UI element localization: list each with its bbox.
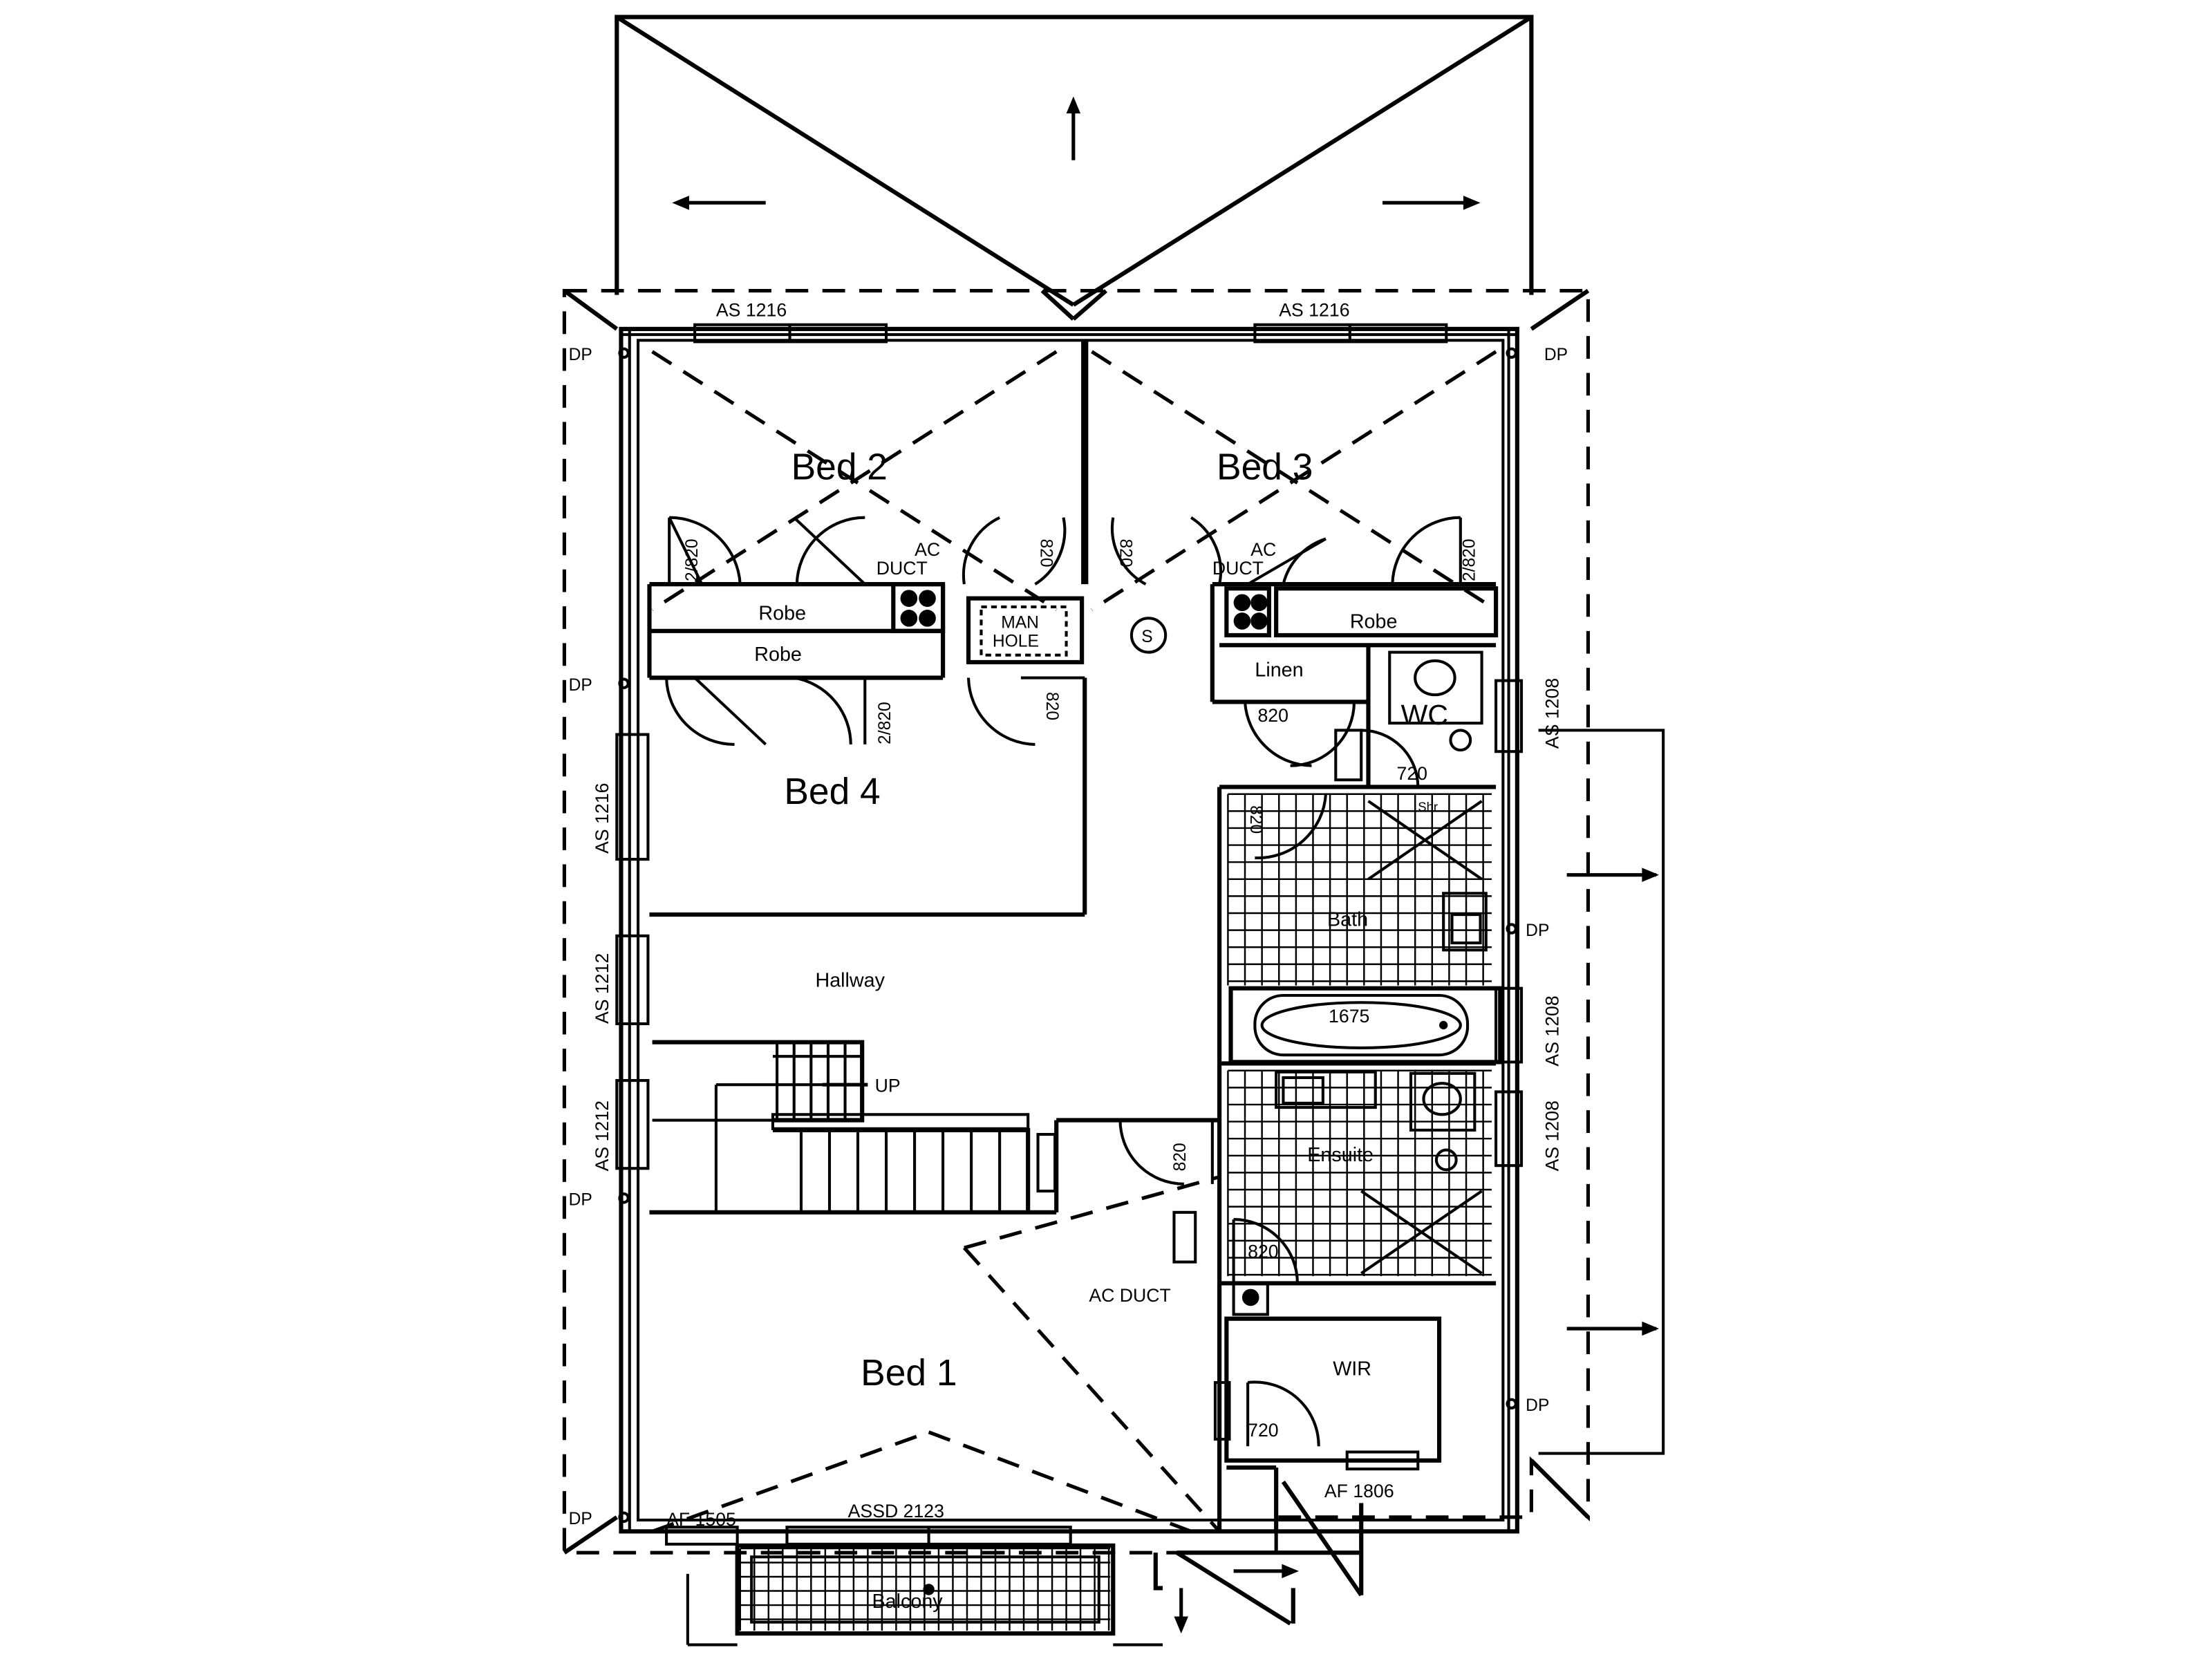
downpipe-label-2: DP <box>569 676 592 695</box>
balcony <box>686 1543 1163 1647</box>
door-label-2: 820 <box>1037 538 1056 567</box>
room-label-wc: WC <box>1401 699 1448 731</box>
stair-up-label: UP <box>875 1075 901 1096</box>
window-label-left-2: AS 1212 <box>592 953 612 1024</box>
window-label-top-left: AS 1216 <box>716 299 787 320</box>
door-label-12: 720 <box>1248 1420 1278 1441</box>
ac-ducts <box>900 590 1269 1316</box>
door-label-1: 2/820 <box>683 538 702 581</box>
door-label-5: 2/820 <box>876 702 894 744</box>
room-label-bath: Bath <box>1327 908 1368 930</box>
ac-duct-label-1b: DUCT <box>877 558 928 579</box>
room-label-balcony: Balcony <box>872 1591 944 1613</box>
window-label-right-3: AS 1208 <box>1541 1100 1562 1171</box>
window-label-bottom-left: AF 1505 <box>666 1509 736 1530</box>
roof-outline <box>563 15 1590 1555</box>
door-label-10: 820 <box>1171 1143 1190 1171</box>
external-walls <box>619 326 1519 1534</box>
room-label-bed3: Bed 3 <box>1217 447 1313 487</box>
door-label-9: 820 <box>1246 805 1265 834</box>
downpipe-label-5: DP <box>1544 346 1568 364</box>
downpipe-label-4: DP <box>569 1510 592 1528</box>
ac-duct-label-2b: DUCT <box>1212 558 1264 579</box>
door-label-3: 820 <box>1116 538 1135 567</box>
room-label-hallway: Hallway <box>815 970 885 992</box>
window-label-left-3: AS 1212 <box>592 1100 612 1171</box>
window-label-left-1: AS 1216 <box>592 783 612 854</box>
fixtures <box>1275 650 1488 1275</box>
robe-label-bed2: Robe <box>758 602 806 624</box>
eave-guides <box>1538 729 1665 1455</box>
eaves-line <box>562 288 1590 1555</box>
internal-walls <box>647 340 1499 1532</box>
ac-duct-label-2a: AC <box>1250 539 1276 560</box>
smoke-detector-label: S <box>1141 628 1152 646</box>
ac-duct-label-3: AC DUCT <box>1089 1285 1170 1306</box>
downpipe-label-3: DP <box>569 1191 592 1210</box>
room-label-bed2: Bed 2 <box>791 447 888 487</box>
window-label-right-1: AS 1208 <box>1541 678 1562 749</box>
window-label-bottom-mid: ASSD 2123 <box>848 1501 944 1521</box>
downpipe-label-1: DP <box>569 346 592 364</box>
robe-label-bed4: Robe <box>754 644 802 666</box>
bath-tiles <box>1227 793 1492 1277</box>
door-label-11: 820 <box>1248 1241 1278 1262</box>
lower-roof <box>1153 1480 1364 1634</box>
door-label-8: 720 <box>1397 763 1427 784</box>
window-label-right-2: AS 1208 <box>1541 995 1562 1066</box>
room-label-wir: WIR <box>1333 1358 1371 1380</box>
manhole-label-2: HOLE <box>993 632 1039 650</box>
roof-fall-arrows <box>672 96 1481 210</box>
door-label-6: 820 <box>1042 692 1061 720</box>
downpipe-label-7: DP <box>1526 1396 1549 1415</box>
room-label-bed4: Bed 4 <box>784 771 880 812</box>
shower-label: Shr <box>1418 799 1438 814</box>
ac-duct-label-1a: AC <box>915 539 940 560</box>
room-label-linen: Linen <box>1255 659 1303 681</box>
window-label-bottom-right: AF 1806 <box>1324 1481 1394 1501</box>
door-label-4: 2/820 <box>1460 538 1479 581</box>
door-label-7: 820 <box>1257 705 1288 726</box>
windows <box>615 323 1524 1546</box>
bath-width-label: 1675 <box>1329 1006 1369 1027</box>
downpipe-label-6: DP <box>1526 921 1549 940</box>
manhole-label-1: MAN <box>1001 614 1039 632</box>
window-label-top-right: AS 1216 <box>1279 299 1349 320</box>
room-label-ensuite: Ensuite <box>1307 1144 1374 1166</box>
downpipe-markers <box>618 347 1517 1524</box>
robe-label-bed3: Robe <box>1350 611 1398 633</box>
bathtub <box>1228 986 1503 1065</box>
room-label-bed1: Bed 1 <box>861 1353 957 1394</box>
doors <box>665 516 1462 1447</box>
stair <box>652 1040 1031 1212</box>
